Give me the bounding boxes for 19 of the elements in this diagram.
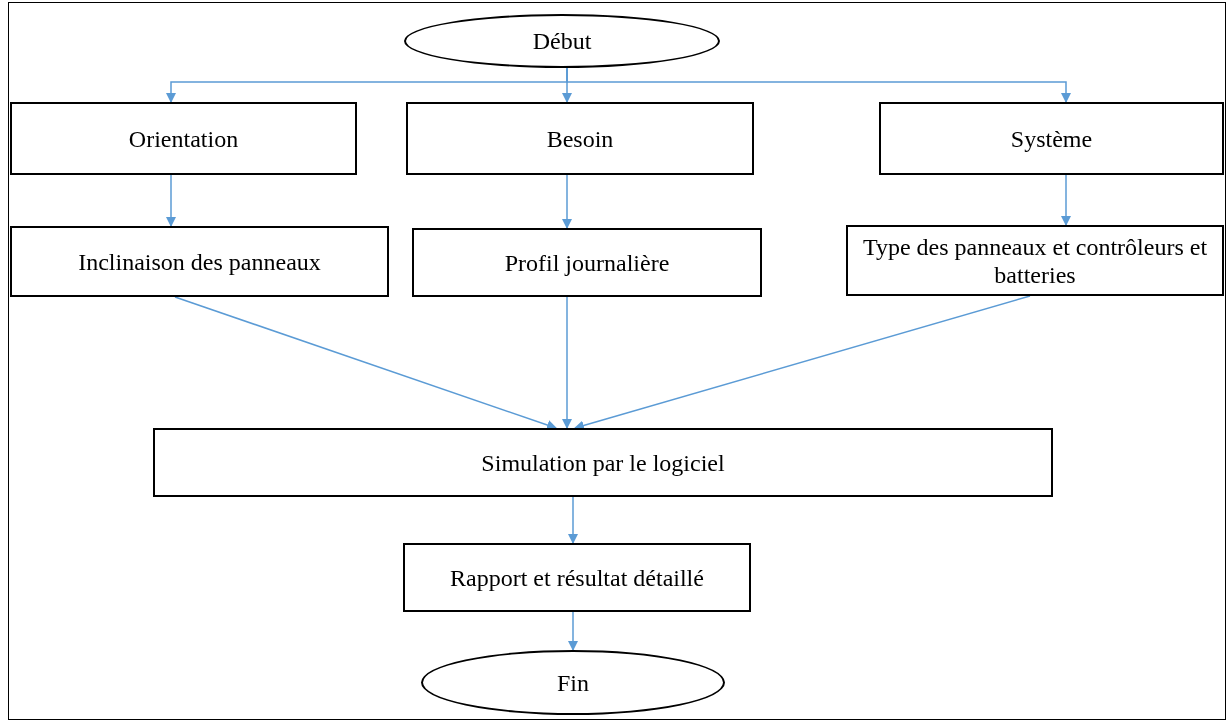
process-box: Système [879,102,1224,175]
terminal-ellipse: Fin [421,650,725,715]
process-box: Simulation par le logiciel [153,428,1053,497]
process-box: Orientation [10,102,357,175]
process-box: Profil journalière [412,228,762,297]
arrow [566,67,1071,103]
process-box: Besoin [406,102,754,175]
process-box: Inclinaison des panneaux [10,226,389,297]
arrow [166,174,176,227]
process-box: Rapport et résultat détaillé [403,543,751,612]
arrow [562,296,572,429]
arrow [174,296,557,430]
arrow [1061,174,1071,226]
arrow [562,174,572,229]
arrow [568,496,578,544]
arrow [574,295,1031,431]
arrow [568,611,578,651]
process-box: Type des panneaux et contrôleurs et batteries [846,225,1224,296]
terminal-ellipse: Début [404,14,720,68]
